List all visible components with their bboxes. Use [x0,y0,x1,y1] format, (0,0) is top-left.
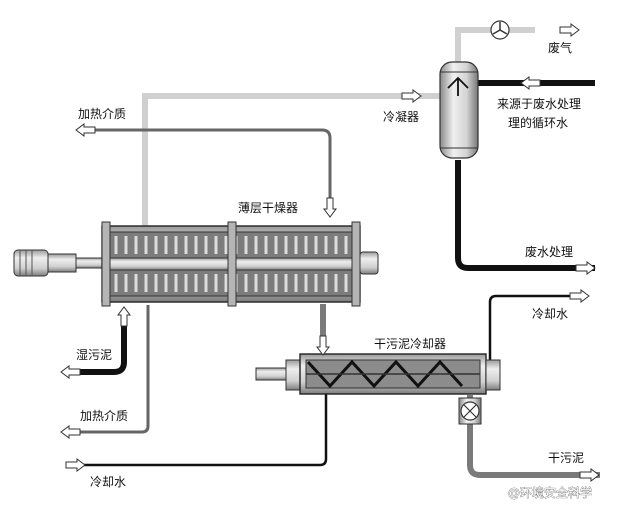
arrow-vapor-in [401,89,422,103]
arrow-recirc-in [520,76,541,90]
wastewater-line [455,160,595,271]
label-recirculated-water: 来源于废水处理 [497,96,581,111]
arrow-wastewater [575,261,596,275]
vapor-line [142,93,440,248]
cooling-water-out-line [488,294,585,360]
arrow-heating-out [60,425,81,439]
label-dry-sludge-cooler: 干污泥冷却器 [374,337,446,351]
arrow-dry-sludge [579,468,600,482]
heating-medium-in-line [85,128,332,210]
label-condenser: 冷凝器 [383,109,419,124]
arrow-heating-down [323,197,337,218]
label-thin-film-dryer: 薄层干燥器 [238,200,298,215]
arrow-cooling-in [65,458,86,472]
label-exhaust-gas: 废气 [548,40,572,55]
arrow-wet-sludge [60,365,81,379]
fan-icon [490,20,510,40]
condenser-vessel [439,61,479,159]
exhaust-line [455,27,493,62]
label-cooling-water-in: 冷却水 [90,475,126,489]
wet-sludge-line [70,315,127,375]
cooling-water-in-line [70,390,328,467]
label-dry-sludge: 干污泥 [548,451,584,465]
label-wastewater-treatment: 废水处理 [525,244,573,259]
label-heating-medium-out: 加热介质 [80,409,128,423]
dry-sludge-line [467,395,600,478]
label-wet-sludge: 湿污泥 [76,347,112,362]
watermark: @环境安全科学 [508,485,592,500]
arrow-discharge-down [316,335,330,356]
rotary-valve-icon [458,397,482,425]
thin-film-dryer [13,221,379,307]
label-recirculated-water-2: 理的循环水 [508,115,568,130]
heating-medium-out-line [70,305,150,434]
arrow-exhaust [559,23,580,37]
dry-sludge-cooler [255,353,501,395]
arrow-wet-sludge-up [117,306,131,327]
label-heating-medium-in: 加热介质 [78,107,126,121]
label-cooling-water-out: 冷却水 [532,307,568,321]
arrow-heating-in [75,123,96,137]
arrow-cooling-out [569,289,590,303]
